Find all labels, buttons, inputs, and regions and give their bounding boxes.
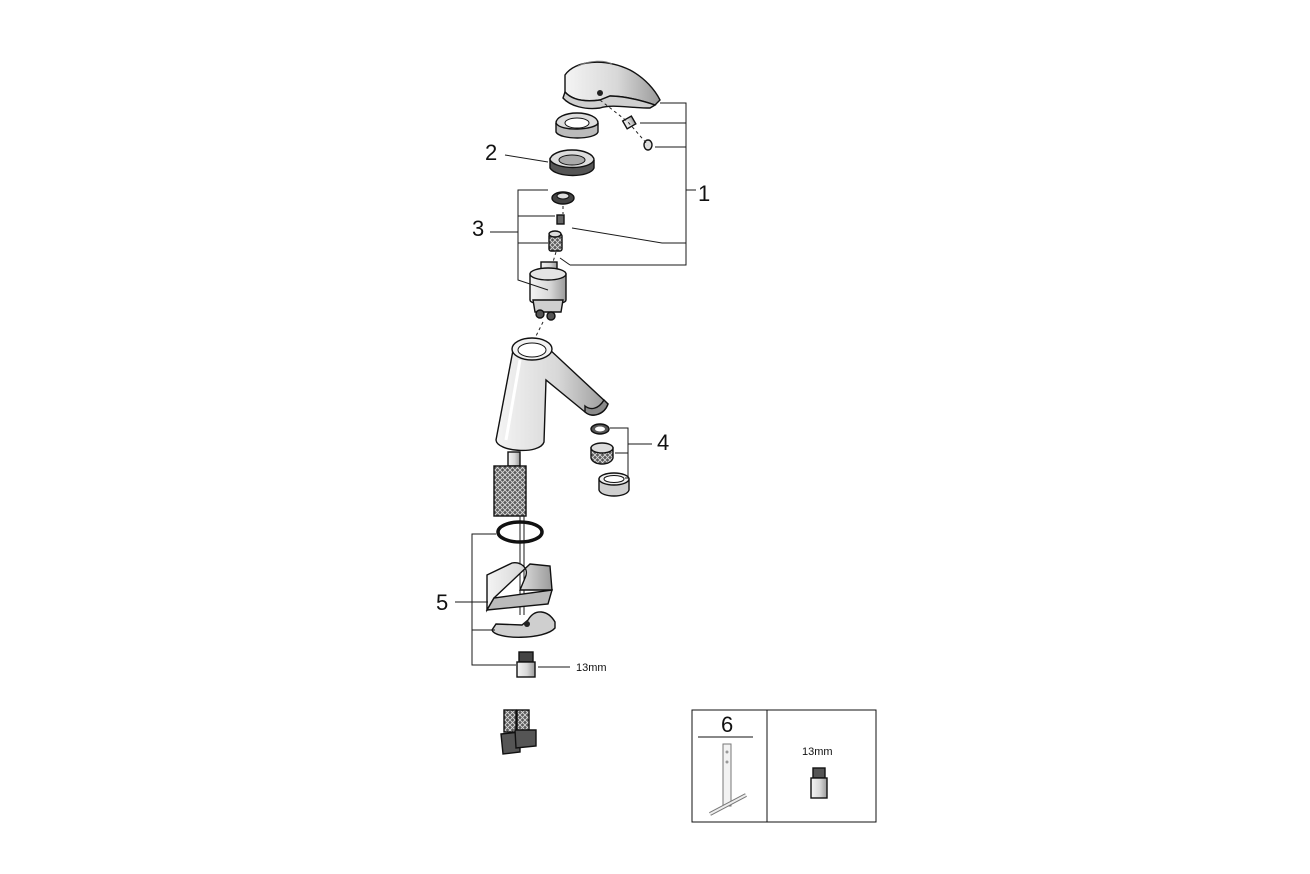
retaining-nut [551,191,575,205]
mounting-gasket [485,561,553,613]
socket-wrench-icon [810,767,828,799]
callout-lines [455,102,696,668]
faucet-body [495,337,609,452]
cover-ring [549,149,595,177]
aerator-housing [598,472,630,497]
trim-ring [555,112,599,139]
supply-hoses [493,451,527,615]
callout-1: 1 [698,181,710,206]
mounting-plate [491,611,556,638]
cartridge-key-tool [709,743,747,816]
callout-5: 5 [436,590,448,615]
cartridge-screw [556,214,565,225]
mounting-nut [516,651,536,678]
cartridge-adapter [548,230,563,252]
aerator-washer [590,423,610,435]
aerator-insert [590,442,614,465]
wrench-size-label: 13mm [576,662,607,674]
inset-wrench-label: 13mm [802,746,833,758]
lever-handle [562,60,661,110]
cartridge [529,261,567,321]
o-ring [496,520,544,544]
tool-inset: 6 13mm [691,709,877,823]
callout-3: 3 [472,216,484,241]
handle-screw [621,115,637,130]
callout-2: 2 [485,140,497,165]
hose-connectors [500,709,537,755]
callout-6: 6 [721,712,733,737]
callout-4: 4 [657,430,669,455]
